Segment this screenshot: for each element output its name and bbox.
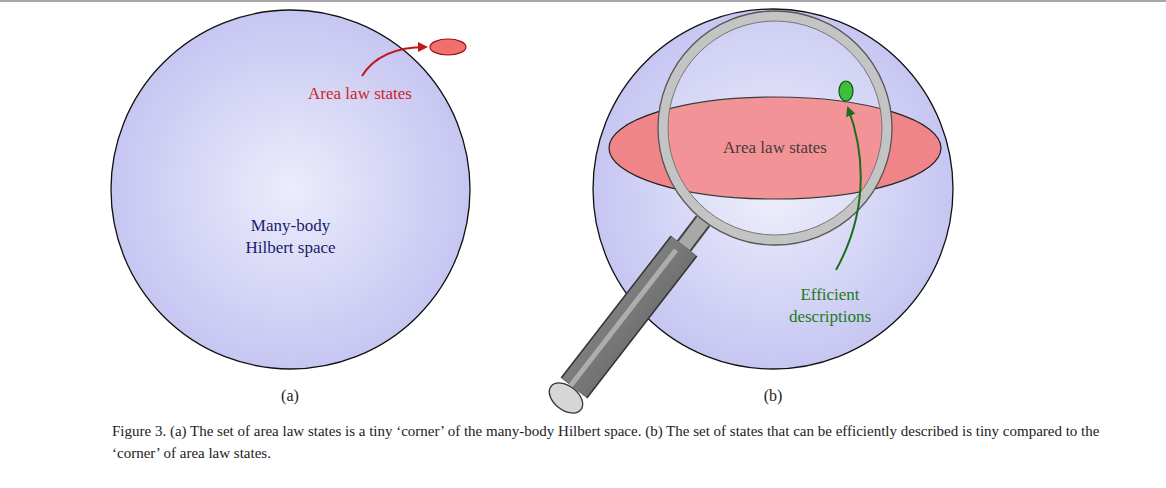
panel-label: (b) <box>743 386 803 407</box>
glass-rim <box>668 21 882 235</box>
region-label: Area law states <box>275 83 445 105</box>
area-law-ellipse <box>430 39 466 55</box>
node-text: Area law states <box>665 137 885 159</box>
region-label: Efficient descriptions <box>775 284 885 328</box>
glass-handle <box>574 246 684 388</box>
glass-handle <box>574 246 684 388</box>
figure-caption: Figure 3. (a) The set of area law states… <box>112 421 1112 465</box>
pointer-arrow <box>362 47 426 76</box>
node-text: Many-body Hilbert space <box>226 215 356 259</box>
hilbert-space-circle: Many-body Hilbert space <box>110 9 471 370</box>
glass-neck <box>684 221 703 246</box>
glass-handle-shine <box>568 250 676 389</box>
panel-label: (a) <box>260 386 320 407</box>
top-rule <box>0 0 1166 2</box>
circle-shape <box>111 10 470 369</box>
glass-handle-cap <box>544 377 589 419</box>
circle-outline <box>110 9 471 370</box>
pointer-arrow <box>836 108 861 270</box>
glass-neck <box>684 221 703 246</box>
efficient-ellipse <box>839 81 853 101</box>
